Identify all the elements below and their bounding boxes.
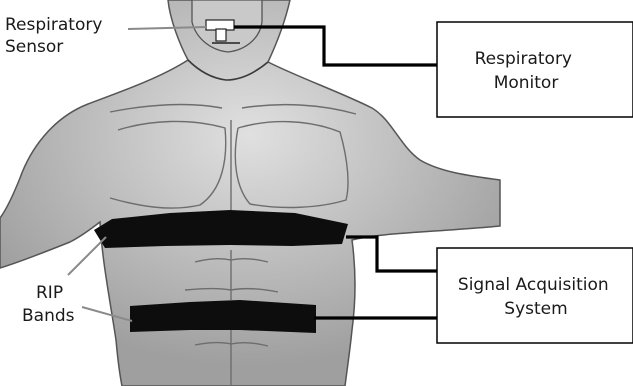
rip-bands-label-line2: Bands [22,306,75,326]
respiratory-monitor-box [437,22,633,117]
rip-bands-label: RIP Bands [22,283,75,326]
rip-bands-label-line1: RIP [36,283,63,303]
pointer-rip-upper [68,237,106,275]
respiratory-sensor-label-line1: Respiratory [5,15,102,35]
respiratory-sensor-label-line2: Sensor [5,37,63,57]
respiratory-sensor-label: Respiratory Sensor [5,15,108,57]
respiratory-sensor-stem [216,29,226,41]
signal-acquisition-label-line2: System [504,299,567,319]
signal-acquisition-box [437,248,633,343]
rip-band-lower [130,300,316,333]
wire-upper-band-to-acquisition [346,237,437,271]
respiratory-monitor-label-line1: Respiratory [475,49,572,69]
signal-acquisition-label-line1: Signal Acquisition [458,275,609,295]
respiratory-monitor-label-line2: Monitor [494,73,559,93]
